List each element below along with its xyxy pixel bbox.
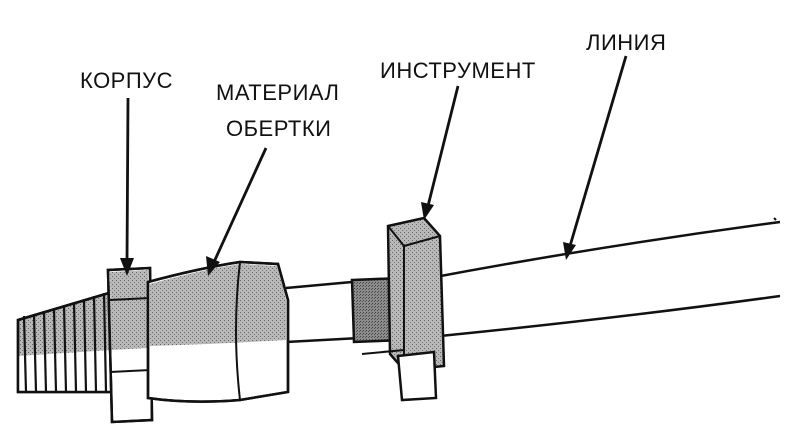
- wrap-arrowhead: [206, 256, 220, 276]
- label-line: ЛИНИЯ: [586, 30, 667, 55]
- tube: [285, 217, 781, 344]
- label-tool: ИНСТРУМЕНТ: [380, 58, 536, 83]
- wrap-sleeve: [146, 260, 290, 403]
- tool-arrowhead: [421, 202, 434, 220]
- label-wrap-material-line2: ОБЕРТКИ: [226, 116, 332, 141]
- hex-housing: [106, 266, 154, 424]
- line-arrowhead: [563, 242, 576, 260]
- label-wrap-material-line1: МАТЕРИАЛ: [216, 80, 340, 105]
- wrap-leader: [212, 147, 268, 263]
- tool: [350, 216, 446, 402]
- housing-leader: [125, 97, 130, 263]
- tool-leader: [426, 85, 460, 207]
- label-housing: КОРПУС: [80, 68, 174, 93]
- housing-arrowhead: [120, 258, 134, 276]
- line-leader: [568, 55, 628, 247]
- threaded-end: [16, 290, 114, 394]
- leader-arrows: [120, 55, 628, 276]
